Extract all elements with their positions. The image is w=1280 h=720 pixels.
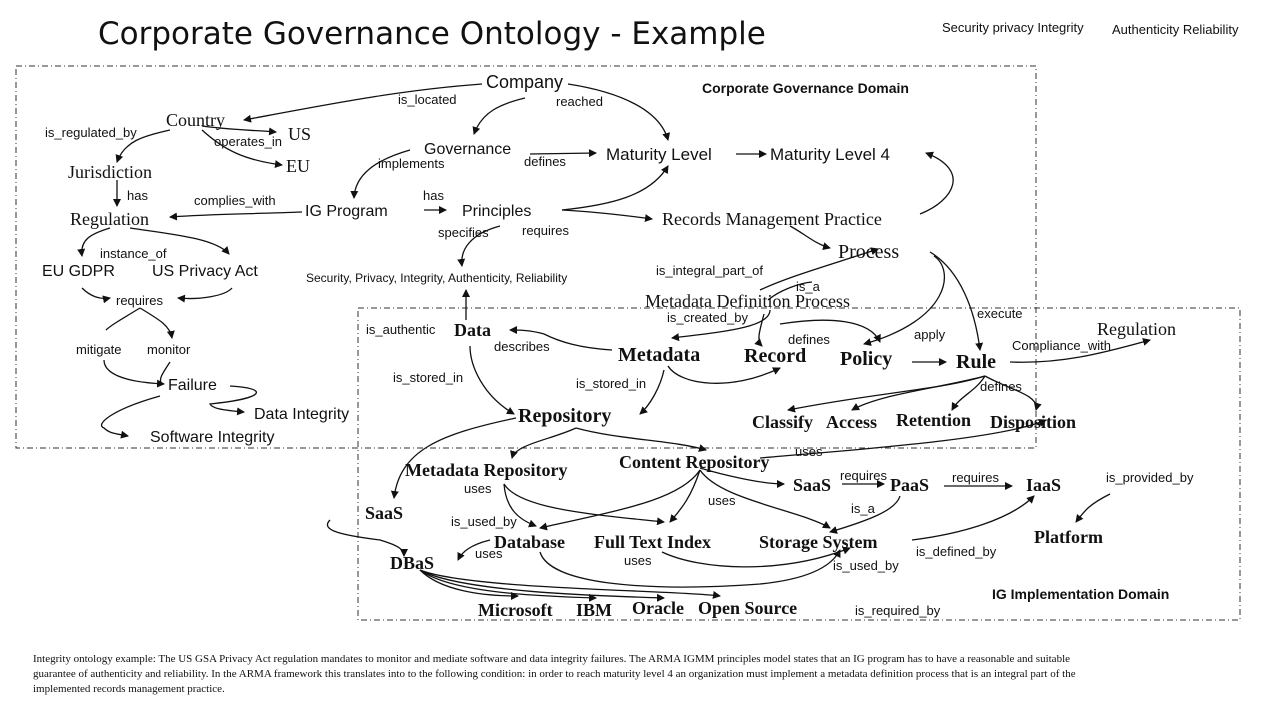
node-open-source: Open Source xyxy=(698,598,797,618)
node-data-integrity: Data Integrity xyxy=(254,406,349,423)
node-failure: Failure xyxy=(168,377,217,394)
node-storage-system: Storage System xyxy=(759,532,877,552)
edges xyxy=(77,83,1151,602)
node-governance: Governance xyxy=(424,141,511,158)
edge-label-has-ig-program: has xyxy=(423,188,444,203)
node-full-text-index: Full Text Index xyxy=(594,532,711,552)
edge-label-compliance-with: Compliance_with xyxy=(1012,338,1111,353)
edge-label-uses-metadata-repository: uses xyxy=(464,481,492,496)
node-regulation-right: Regulation xyxy=(1097,319,1176,339)
node-records-management-practice: Records Management Practice xyxy=(662,209,882,229)
node-ig-program: IG Program xyxy=(305,203,388,220)
edge-label-has-jurisdiction: has xyxy=(127,188,148,203)
edge-label-apply: apply xyxy=(914,327,946,342)
nodes: Company Country US EU Jurisdiction Regul… xyxy=(42,72,1176,620)
node-iaas: IaaS xyxy=(1026,475,1061,495)
edge-label-complies-with: complies_with xyxy=(194,193,276,208)
edge-label-is-used-by-database: is_used_by xyxy=(451,514,517,529)
edge-label-operates-in: operates_in xyxy=(214,134,282,149)
edge-label-implements: implements xyxy=(378,156,445,171)
edge-label-instance-of: instance_of xyxy=(100,246,167,261)
edge-label-specifies: specifies xyxy=(438,225,489,240)
caption-text: Integrity ontology example: The US GSA P… xyxy=(33,653,1076,695)
edge-label-monitor: monitor xyxy=(147,342,191,357)
edge-label-defines-metadata: defines xyxy=(788,332,830,347)
edge-label-uses-content-repository: uses xyxy=(708,493,736,508)
edge-labels: is_located reached is_regulated_by opera… xyxy=(45,92,1194,618)
node-us-privacy-act: US Privacy Act xyxy=(152,263,258,280)
edge-label-is-a-storage: is_a xyxy=(851,501,876,516)
node-database: Database xyxy=(494,532,565,552)
edge-label-uses-content: uses xyxy=(795,444,823,459)
node-metadata-repository: Metadata Repository xyxy=(405,460,567,480)
node-oracle: Oracle xyxy=(632,598,684,618)
node-classify: Classify xyxy=(752,412,813,432)
edge-label-is-located: is_located xyxy=(398,92,457,107)
edge-label-is-regulated-by: is_regulated_by xyxy=(45,125,137,140)
node-company: Company xyxy=(486,72,563,92)
node-metadata: Metadata xyxy=(618,344,700,366)
node-saas-right: SaaS xyxy=(793,475,831,495)
edge-label-defines-governance: defines xyxy=(524,154,566,169)
node-data: Data xyxy=(454,320,491,340)
node-record: Record xyxy=(744,345,806,367)
ig-implementation-domain-box xyxy=(357,307,1241,621)
edge-label-requires-saas: requires xyxy=(840,468,887,483)
node-eu: EU xyxy=(286,156,310,176)
edge-label-is-used-by-storage: is_used_by xyxy=(833,558,899,573)
node-maturity-level: Maturity Level xyxy=(606,145,712,164)
node-maturity-level-4: Maturity Level 4 xyxy=(770,145,890,164)
node-country: Country xyxy=(166,110,225,130)
node-microsoft: Microsoft xyxy=(478,600,553,620)
node-jurisdiction: Jurisdiction xyxy=(68,162,152,182)
top-right-attributes-right: Authenticity Reliability xyxy=(1112,22,1239,37)
edge-label-uses-full-text-index: uses xyxy=(624,553,652,568)
node-principles: Principles xyxy=(462,203,531,220)
edge-label-execute: execute xyxy=(977,306,1023,321)
page-title: Corporate Governance Ontology - Example xyxy=(98,16,766,52)
edge-label-is-stored-in-metadata: is_stored_in xyxy=(576,376,646,391)
corporate-governance-domain-label: Corporate Governance Domain xyxy=(702,80,909,96)
edge-label-is-defined-by: is_defined_by xyxy=(916,544,997,559)
edge-label-defines-rule: defines xyxy=(980,379,1022,394)
edge-label-requires-regulation: requires xyxy=(116,293,163,308)
node-repository: Repository xyxy=(518,405,611,427)
edge-label-is-integral-part-of: is_integral_part_of xyxy=(656,263,763,278)
edge-label-is-stored-in-data: is_stored_in xyxy=(393,370,463,385)
node-process: Process xyxy=(838,241,899,263)
node-security-list: Security, Privacy, Integrity, Authentici… xyxy=(306,271,567,285)
edge-label-requires-paas: requires xyxy=(952,470,999,485)
node-eu-gdpr: EU GDPR xyxy=(42,263,115,280)
node-access: Access xyxy=(826,412,877,432)
edge-label-reached: reached xyxy=(556,94,603,109)
node-software-integrity: Software Integrity xyxy=(150,429,275,446)
node-rule: Rule xyxy=(956,351,996,373)
corporate-governance-domain-box xyxy=(15,65,1037,449)
node-disposition: Disposition xyxy=(990,412,1076,432)
node-platform: Platform xyxy=(1034,527,1103,547)
node-ibm: IBM xyxy=(576,600,612,620)
edge-label-is-created-by: is_created_by xyxy=(667,310,748,325)
node-paas: PaaS xyxy=(890,475,929,495)
node-dbas: DBaS xyxy=(390,553,434,573)
node-metadata-definition-process: Metadata Definition Process xyxy=(645,291,850,311)
node-regulation-left: Regulation xyxy=(70,209,149,229)
edge-label-is-provided-by: is_provided_by xyxy=(1106,470,1194,485)
node-saas-left: SaaS xyxy=(365,503,403,523)
edge-label-is-authentic: is_authentic xyxy=(366,322,436,337)
node-content-repository: Content Repository xyxy=(619,452,770,472)
edge-label-describes: describes xyxy=(494,339,550,354)
top-right-attributes-left: Security privacy Integrity xyxy=(942,20,1084,35)
edge-label-is-a-process: is_a xyxy=(796,279,821,294)
edge-label-is-required-by: is_required_by xyxy=(855,603,941,618)
edge-label-uses-database: uses xyxy=(475,546,503,561)
node-policy: Policy xyxy=(840,348,892,370)
edge-label-requires-principles: requires xyxy=(522,223,569,238)
ig-implementation-domain-label: IG Implementation Domain xyxy=(992,586,1169,602)
node-retention: Retention xyxy=(896,410,971,430)
node-us: US xyxy=(288,124,311,144)
edge-label-mitigate: mitigate xyxy=(76,342,122,357)
